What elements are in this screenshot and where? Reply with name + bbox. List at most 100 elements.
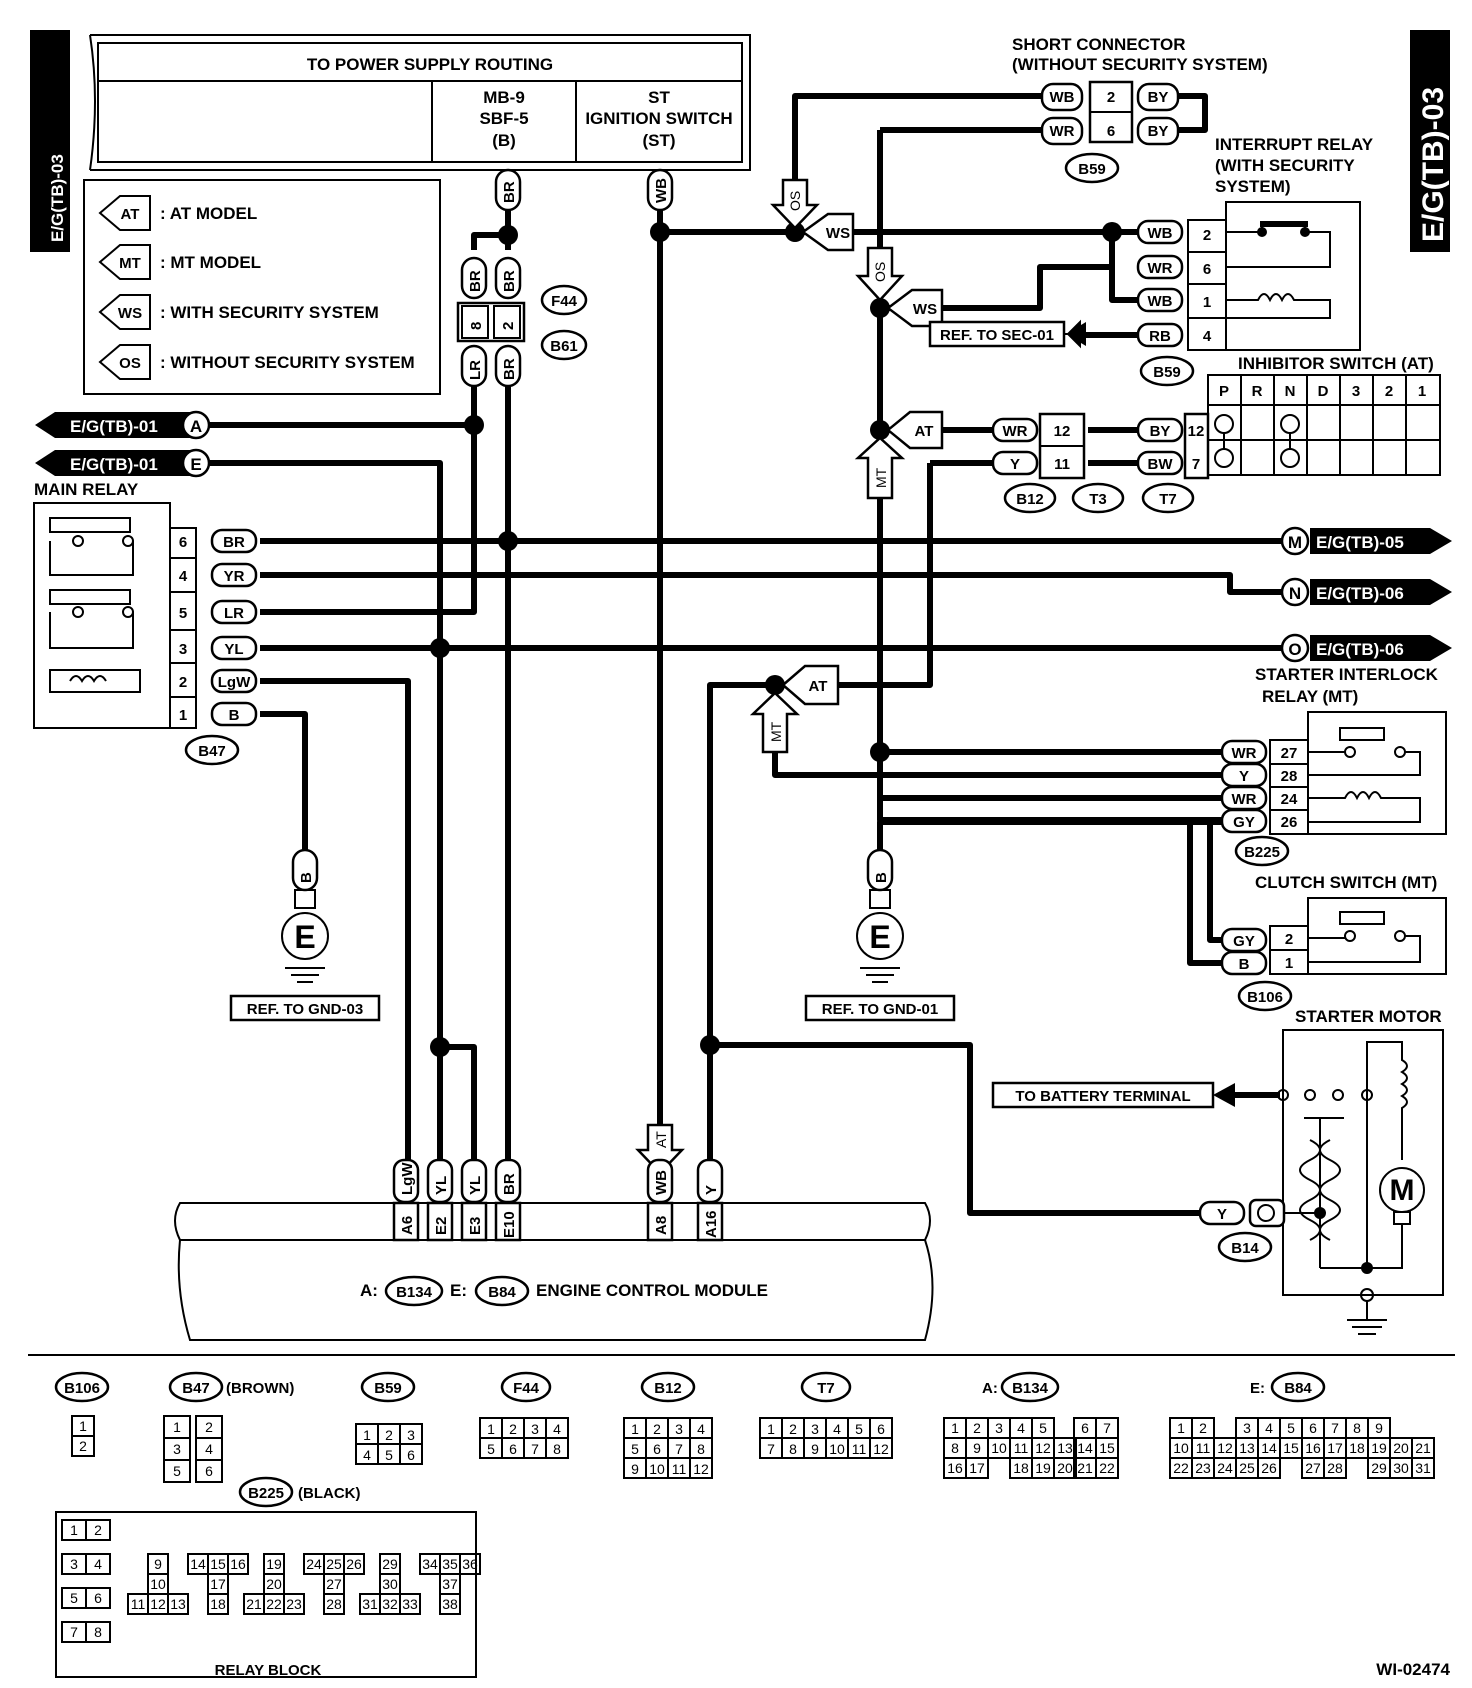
relay-cell: 28 bbox=[326, 1596, 342, 1612]
svg-text:E: E bbox=[190, 455, 201, 474]
b84-cell: 12 bbox=[1217, 1440, 1233, 1456]
b84-cell: 21 bbox=[1415, 1440, 1431, 1456]
b134-cell: 22 bbox=[1099, 1460, 1115, 1476]
svg-text:LR: LR bbox=[224, 605, 244, 622]
svg-text:LgW: LgW bbox=[399, 1162, 416, 1195]
svg-text:(ST): (ST) bbox=[642, 131, 675, 150]
b84-cell: 1 bbox=[1177, 1420, 1185, 1436]
svg-text:B225: B225 bbox=[248, 1485, 284, 1502]
svg-text:MT: MT bbox=[768, 721, 784, 742]
svg-text:ST: ST bbox=[648, 88, 670, 107]
svg-text:WB: WB bbox=[653, 178, 670, 203]
svg-text:B225: B225 bbox=[1244, 844, 1280, 861]
relay-cell: 2 bbox=[94, 1522, 102, 1538]
b134-cell: 3 bbox=[995, 1420, 1003, 1436]
svg-text:24: 24 bbox=[1281, 791, 1298, 808]
svg-text:E3: E3 bbox=[467, 1217, 484, 1235]
relay-cell: 38 bbox=[442, 1596, 458, 1612]
svg-text:T7: T7 bbox=[817, 1380, 835, 1397]
svg-text:Y: Y bbox=[703, 1185, 720, 1195]
svg-text:3: 3 bbox=[407, 1427, 415, 1443]
b84-cell: 10 bbox=[1173, 1440, 1189, 1456]
svg-text:AT: AT bbox=[915, 423, 934, 440]
svg-text:2: 2 bbox=[789, 1421, 797, 1437]
relay-cell: 18 bbox=[210, 1596, 226, 1612]
relay-cell: 13 bbox=[170, 1596, 186, 1612]
svg-text:WB: WB bbox=[1050, 89, 1075, 106]
svg-text:B14: B14 bbox=[1231, 1240, 1259, 1257]
arrow-mt-2: MT bbox=[749, 691, 801, 754]
svg-text:11: 11 bbox=[1054, 456, 1070, 473]
svg-text:REF. TO GND-01: REF. TO GND-01 bbox=[822, 1001, 938, 1018]
svg-text:WB: WB bbox=[1148, 293, 1173, 310]
ground-gnd-03: B E REF. TO GND-03 bbox=[229, 848, 381, 1022]
relay-cell: 30 bbox=[382, 1576, 398, 1592]
svg-text:1: 1 bbox=[1203, 294, 1211, 311]
svg-text:OS: OS bbox=[119, 355, 141, 372]
legend-at: AT : AT MODEL bbox=[98, 195, 257, 231]
relay-cell: 37 bbox=[442, 1576, 458, 1592]
b84-cell: 30 bbox=[1393, 1460, 1409, 1476]
svg-text:E/G(TB)-01: E/G(TB)-01 bbox=[70, 455, 158, 474]
svg-text:1: 1 bbox=[487, 1421, 495, 1437]
svg-text:3: 3 bbox=[1352, 383, 1360, 400]
svg-text:BR: BR bbox=[501, 358, 518, 380]
svg-text:10: 10 bbox=[829, 1441, 845, 1457]
relay-cell: 8 bbox=[94, 1624, 102, 1640]
svg-text:N: N bbox=[1289, 584, 1301, 603]
relay-cell: 20 bbox=[266, 1576, 282, 1592]
power-supply-box: TO POWER SUPPLY ROUTING MB-9 SBF-5 (B) S… bbox=[89, 34, 751, 171]
svg-text:2: 2 bbox=[1385, 383, 1393, 400]
svg-text:26: 26 bbox=[1281, 814, 1298, 831]
b134-cell: 9 bbox=[973, 1440, 981, 1456]
svg-text:T7: T7 bbox=[1159, 491, 1177, 508]
svg-text:4: 4 bbox=[1203, 328, 1212, 345]
svg-text:WR: WR bbox=[1232, 745, 1257, 762]
relay-cell: 21 bbox=[246, 1596, 262, 1612]
b84-cell: 27 bbox=[1305, 1460, 1321, 1476]
b134-cell: 11 bbox=[1014, 1440, 1029, 1456]
b134-cell: 17 bbox=[969, 1460, 985, 1476]
svg-text:OS: OS bbox=[787, 191, 803, 211]
main-relay: MAIN RELAY 6 4 5 3 2 1 BR YR LR Y bbox=[33, 480, 258, 766]
svg-text:2: 2 bbox=[1203, 227, 1211, 244]
svg-text:2: 2 bbox=[500, 322, 517, 330]
connector-f44-b61: 8 2 bbox=[456, 301, 526, 343]
svg-text:B134: B134 bbox=[1012, 1380, 1049, 1397]
legend-mt: MT : MT MODEL bbox=[98, 244, 261, 280]
svg-text:2: 2 bbox=[385, 1427, 393, 1443]
svg-text:10: 10 bbox=[649, 1461, 665, 1477]
b84-cell: 13 bbox=[1239, 1440, 1255, 1456]
offpage-o: O E/G(TB)-06 bbox=[1280, 633, 1452, 663]
svg-text:9: 9 bbox=[811, 1441, 819, 1457]
relay-cell: 14 bbox=[190, 1556, 206, 1572]
inhibitor-switch: INHIBITOR SWITCH (AT) P R N D 3 2 1 WR Y… bbox=[991, 354, 1441, 514]
relay-cell: 7 bbox=[70, 1624, 78, 1640]
connector-label-f44: F44 bbox=[540, 284, 588, 316]
short-connector: SHORT CONNECTOR (WITHOUT SECURITY SYSTEM… bbox=[1012, 35, 1268, 184]
relay-cell: 25 bbox=[326, 1556, 342, 1572]
svg-text:B47: B47 bbox=[198, 743, 226, 760]
b84-cell: 5 bbox=[1287, 1420, 1295, 1436]
svg-text:BY: BY bbox=[1150, 423, 1171, 440]
arrow-at-1: AT bbox=[886, 410, 944, 450]
svg-text:E/G(TB)-06: E/G(TB)-06 bbox=[1316, 640, 1404, 659]
svg-text:E2: E2 bbox=[433, 1217, 450, 1235]
svg-text:E/G(TB)-01: E/G(TB)-01 bbox=[70, 417, 158, 436]
svg-text:SBF-5: SBF-5 bbox=[479, 109, 528, 128]
svg-text:B59: B59 bbox=[374, 1380, 402, 1397]
svg-text:WR: WR bbox=[1050, 123, 1075, 140]
svg-text:E:: E: bbox=[1250, 1380, 1265, 1397]
b84-cell: 11 bbox=[1196, 1440, 1211, 1456]
svg-text:5: 5 bbox=[179, 605, 187, 622]
b134-cell: 2 bbox=[973, 1420, 981, 1436]
svg-text:TO POWER SUPPLY ROUTING: TO POWER SUPPLY ROUTING bbox=[307, 55, 553, 74]
relay-cell: 23 bbox=[286, 1596, 302, 1612]
svg-text:4: 4 bbox=[553, 1421, 561, 1437]
svg-text:E/G(TB)-03: E/G(TB)-03 bbox=[48, 154, 67, 242]
svg-text:RELAY (MT): RELAY (MT) bbox=[1262, 687, 1358, 706]
svg-text:4: 4 bbox=[833, 1421, 841, 1437]
b134-cell: 16 bbox=[947, 1460, 963, 1476]
b84-cell: 29 bbox=[1371, 1460, 1387, 1476]
b84-cell: 14 bbox=[1261, 1440, 1277, 1456]
